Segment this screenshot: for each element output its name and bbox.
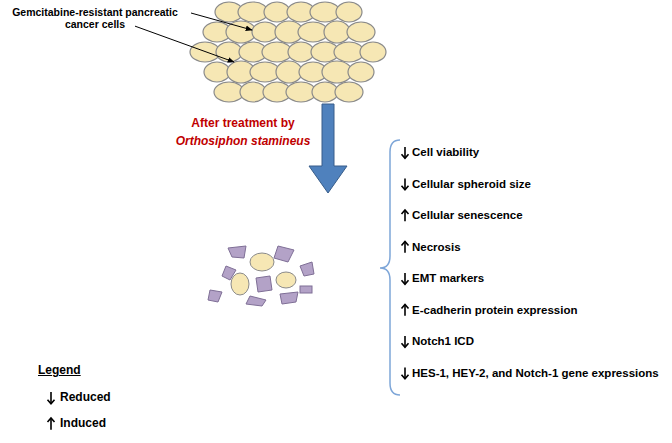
cancer-cell (336, 2, 362, 22)
effect-item: Cellular senescence (412, 209, 523, 222)
effect-item: HES-1, HEY-2, and Notch-1 gene expressio… (412, 367, 659, 380)
cancer-cell (240, 82, 266, 102)
effect-item: E-cadherin protein expression (412, 304, 578, 317)
cancer-cell (347, 22, 375, 42)
cancer-cell (335, 82, 363, 102)
trend-arrows (48, 147, 409, 430)
induced-arrow (402, 305, 409, 316)
leader-arrow (135, 26, 234, 62)
bracket (380, 140, 400, 395)
legend-title: Legend (38, 364, 81, 378)
cancer-cell (348, 62, 374, 82)
legend-entry: Reduced (60, 391, 111, 405)
leader-arrows (135, 13, 252, 62)
cancer-cell (324, 21, 350, 43)
legend-arrow (48, 418, 55, 430)
leader-arrow (191, 13, 252, 30)
cancer-cell (204, 62, 230, 82)
cancer-cell (252, 22, 278, 42)
treatment-arrow (309, 104, 347, 193)
reduced-arrow (402, 147, 409, 158)
induced-arrow (402, 242, 409, 253)
induced-arrow (402, 210, 409, 221)
cancer-cell (216, 42, 242, 62)
cancer-cell (276, 61, 302, 83)
reduced-arrow (402, 368, 409, 379)
cancer-cell (360, 42, 386, 62)
legend-arrow (48, 392, 55, 404)
reduced-arrow (402, 179, 409, 190)
legend-entry: Induced (60, 417, 106, 431)
treatment-label: After treatment by (168, 117, 318, 131)
effect-item: Necrosis (412, 241, 461, 254)
effect-item: EMT markers (412, 272, 484, 285)
effect-item: Cell viability (412, 146, 479, 159)
reduced-arrow (402, 336, 409, 347)
cancer-cell (264, 2, 290, 22)
effect-item: Cellular spheroid size (412, 178, 531, 191)
cancer-cell (312, 82, 338, 102)
dead-cell-fragments (208, 246, 314, 306)
reduced-arrow (402, 273, 409, 284)
treatment-species: Orthosiphon stamineus (168, 135, 318, 149)
cancer-cell (288, 42, 314, 62)
cell-label: Gemcitabine-resistant pancreatic cancer … (2, 6, 188, 30)
effect-item: Notch1 ICD (412, 335, 474, 348)
cell-cluster (190, 2, 386, 102)
